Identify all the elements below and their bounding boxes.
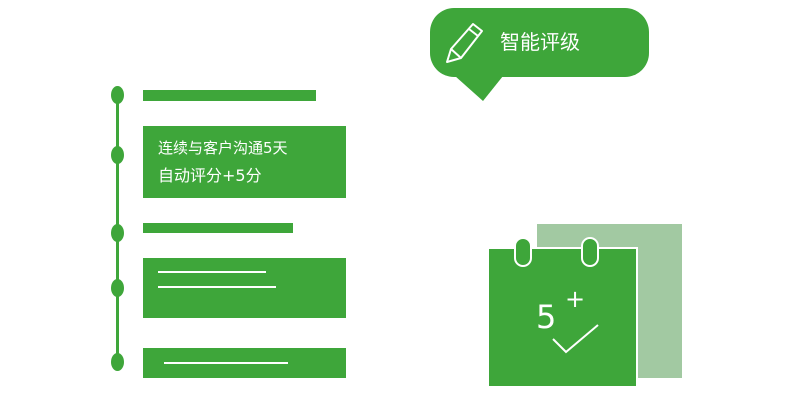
rule-card-line1: 连续与客户沟通5天 xyxy=(158,139,288,157)
pencil-icon xyxy=(446,23,483,63)
rule-card: 连续与客户沟通5天 自动评分+5分 xyxy=(143,126,346,198)
placeholder-bar xyxy=(143,90,316,101)
placeholder-card xyxy=(143,348,346,378)
placeholder-bar xyxy=(143,223,293,233)
check-mark xyxy=(552,324,599,354)
smart-rating-bubble: 智能评级 xyxy=(430,8,649,101)
timeline-dot xyxy=(111,86,124,104)
timeline-dot xyxy=(111,146,124,164)
timeline-dot xyxy=(111,224,124,242)
calendar-number: 5 xyxy=(536,298,556,336)
bubble-label: 智能评级 xyxy=(500,30,580,54)
calendar-check-icon: 5 + xyxy=(487,237,638,388)
timeline-dot xyxy=(111,353,124,371)
timeline-dot xyxy=(111,279,124,297)
placeholder-card xyxy=(143,258,346,318)
rule-card-line2: 自动评分+5分 xyxy=(158,166,262,185)
calendar-plus: + xyxy=(565,285,585,313)
